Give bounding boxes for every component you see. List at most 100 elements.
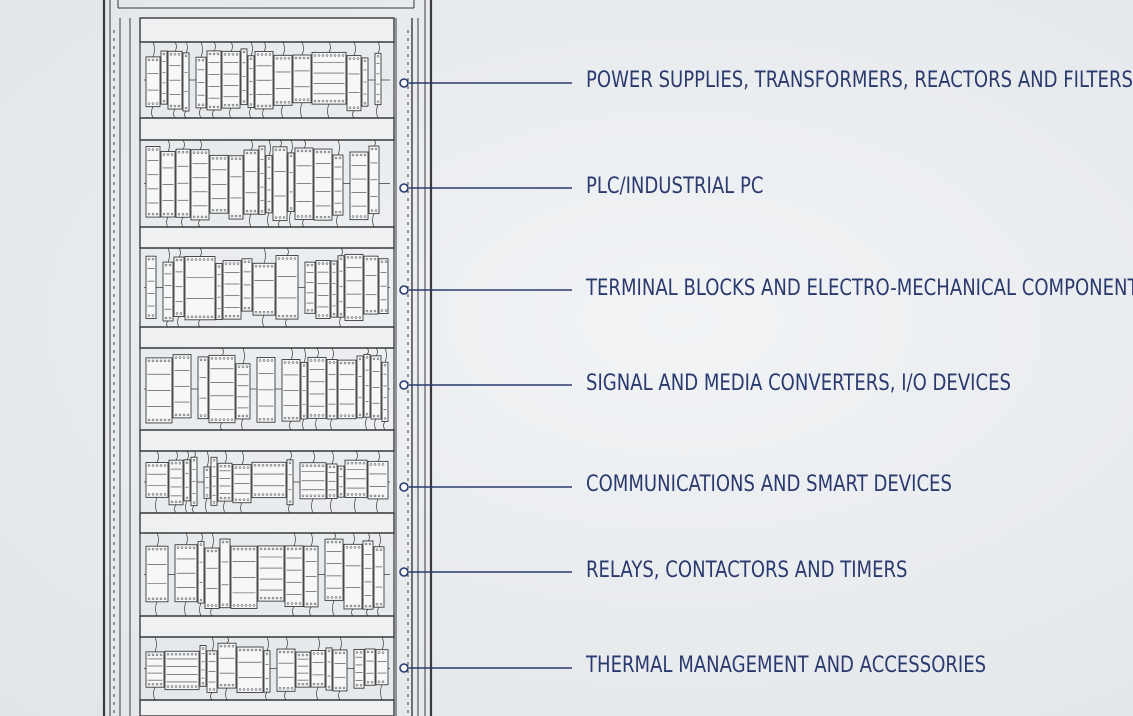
wire-duct-7 (139, 615, 395, 638)
device-r3-1 (145, 255, 157, 319)
callout-marker-3 (399, 285, 409, 295)
device-r7-9 (295, 651, 311, 688)
wire-duct-6 (139, 512, 395, 534)
mounting-row-6 (139, 532, 395, 617)
device-r4-12 (356, 355, 364, 419)
device-r7-5 (217, 642, 237, 689)
device-r2-9 (265, 155, 273, 214)
wire-duct-1 (139, 17, 395, 43)
device-r6-8 (284, 545, 304, 607)
device-r5-10 (286, 459, 294, 506)
device-r5-5 (203, 466, 211, 499)
mounting-row-2 (139, 139, 395, 228)
mounting-row-4 (139, 347, 395, 431)
device-r7-14 (364, 648, 376, 686)
device-r6-12 (362, 540, 374, 610)
device-r5-7 (217, 462, 233, 502)
device-r6-5 (219, 538, 231, 609)
device-r3-10 (304, 261, 316, 314)
device-r6-10 (324, 538, 344, 601)
callout-marker-7 (399, 663, 409, 673)
device-r7-12 (332, 649, 348, 692)
wire-duct-3 (139, 226, 395, 249)
device-r6-3 (197, 541, 205, 604)
callout-marker-4 (399, 380, 409, 390)
device-r7-10 (310, 650, 326, 688)
label-thermal-management: THERMAL MANAGEMENT AND ACCESSORIES (586, 653, 987, 678)
device-r2-10 (272, 146, 288, 222)
device-r3-4 (184, 256, 216, 321)
device-r5-9 (251, 461, 287, 499)
device-r5-15 (367, 460, 389, 500)
device-r1-2 (160, 50, 168, 105)
device-r3-12 (330, 260, 338, 318)
device-r1-14 (346, 55, 362, 112)
device-r4-15 (381, 361, 389, 422)
device-r2-15 (349, 151, 369, 221)
label-relays-contactors: RELAYS, CONTACTORS AND TIMERS (586, 558, 908, 583)
device-r2-1 (145, 146, 161, 218)
device-r1-16 (374, 52, 382, 106)
label-plc-industrial-pc: PLC/INDUSTRIAL PC (586, 174, 764, 199)
device-r6-7 (257, 545, 285, 602)
device-r5-13 (337, 465, 345, 498)
device-r3-8 (252, 262, 276, 316)
wire-duct-8 (139, 699, 395, 716)
wire-duct-5 (139, 429, 395, 452)
device-r6-1 (145, 545, 169, 603)
callout-marker-6 (399, 567, 409, 577)
device-r4-4 (208, 354, 236, 424)
device-r3-9 (275, 255, 299, 320)
callout-marker-2 (399, 183, 409, 193)
device-r1-12 (292, 54, 312, 104)
device-r7-1 (145, 651, 165, 688)
device-r1-13 (311, 51, 347, 105)
device-r1-4 (182, 52, 190, 112)
wire-duct-2 (139, 117, 395, 141)
mounting-row-3 (139, 247, 395, 328)
device-r7-13 (353, 648, 365, 689)
device-r3-15 (363, 255, 379, 315)
wire-duct-4 (139, 326, 395, 349)
device-r6-13 (373, 546, 385, 608)
label-power-supplies: POWER SUPPLIES, TRANSFORMERS, REACTORS A… (586, 68, 1133, 93)
device-r5-3 (183, 459, 191, 502)
device-r4-3 (197, 356, 209, 420)
device-r2-8 (258, 145, 266, 215)
device-r2-7 (243, 149, 259, 215)
device-r3-14 (344, 253, 364, 322)
device-r7-15 (375, 649, 389, 686)
device-r2-11 (287, 152, 295, 212)
device-r2-4 (190, 149, 210, 221)
device-r1-1 (145, 56, 161, 108)
device-r4-5 (235, 363, 251, 420)
device-r7-6 (236, 646, 264, 693)
device-r7-8 (276, 648, 296, 692)
device-r5-1 (145, 462, 169, 498)
device-r5-2 (168, 459, 184, 506)
mounting-row-1 (139, 41, 395, 119)
device-r1-6 (206, 50, 222, 111)
callout-marker-5 (399, 482, 409, 492)
device-r2-14 (332, 154, 344, 216)
device-r7-7 (263, 650, 271, 693)
device-r7-3 (199, 645, 207, 687)
device-r3-6 (222, 260, 242, 320)
device-r6-11 (343, 543, 363, 610)
device-r4-9 (307, 356, 327, 419)
device-r2-6 (228, 155, 244, 220)
device-r2-13 (313, 148, 333, 221)
mounting-row-5 (139, 450, 395, 514)
device-r3-11 (315, 260, 331, 320)
device-r1-11 (273, 54, 293, 106)
device-r7-2 (164, 650, 200, 691)
callout-marker-1 (399, 78, 409, 88)
device-r1-7 (221, 50, 241, 109)
label-signal-converters: SIGNAL AND MEDIA CONVERTERS, I/O DEVICES (586, 371, 1011, 396)
label-terminal-blocks: TERMINAL BLOCKS AND ELECTRO-MECHANICAL C… (586, 276, 1133, 301)
label-communications: COMMUNICATIONS AND SMART DEVICES (586, 472, 952, 497)
device-r5-6 (210, 456, 218, 506)
device-r3-5 (215, 263, 223, 321)
